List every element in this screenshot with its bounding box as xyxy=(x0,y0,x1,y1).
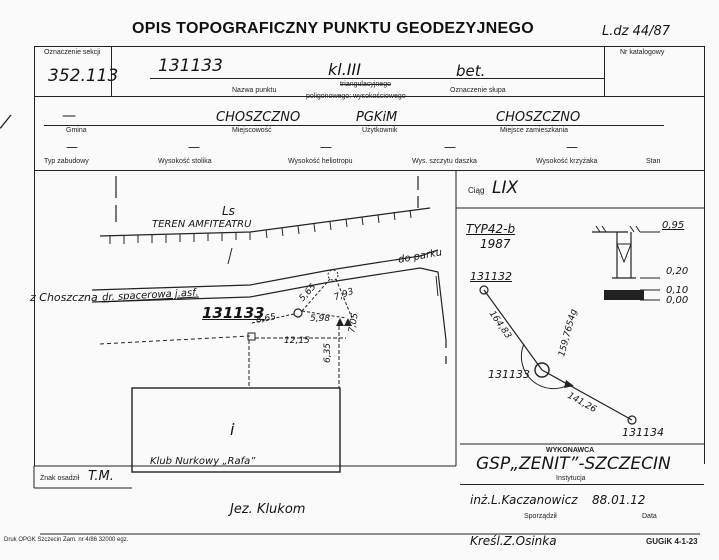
building-name: Klub Nurkowy „Rafa” xyxy=(150,456,256,467)
executor-value: GSP„ZENIT”-SZCZECIN xyxy=(476,454,671,474)
drawn-by: Kreśl.Z.Osinka xyxy=(470,534,557,548)
point-center-label: 131133 xyxy=(488,368,530,381)
point-number: 131133 xyxy=(158,56,223,76)
date-label: Data xyxy=(642,513,657,520)
frame-top xyxy=(34,46,704,47)
monument-year: 1987 xyxy=(480,237,511,251)
margin-mark: ⁄ xyxy=(4,112,8,133)
tie-distance-3: 12,15 xyxy=(284,336,310,346)
form-code: GUGiK 4-1-23 xyxy=(646,537,698,546)
ciag-value: LIX xyxy=(492,178,519,198)
height-value-5: — xyxy=(566,140,578,154)
tie-distance-4: 6,35 xyxy=(323,342,334,364)
divider xyxy=(604,46,605,96)
row-separator xyxy=(460,484,704,485)
point-class: kl.III xyxy=(328,60,361,79)
dim-a: 0,20 xyxy=(666,266,689,277)
ciag-label: Ciąg xyxy=(468,186,485,195)
section-label: Oznaczenie sekcji xyxy=(44,49,101,56)
registry-number: L.dz 44/87 xyxy=(602,24,671,39)
label-status: Stan xyxy=(646,158,661,165)
section-value: 352.113 xyxy=(48,66,119,86)
frame-right xyxy=(704,46,705,464)
pillar-label: Oznaczenie słupa xyxy=(450,87,506,94)
dim-c: 0,00 xyxy=(666,295,689,306)
type-line1: triangulacyjnego xyxy=(340,81,391,88)
label-table-height: Wysokość stolika xyxy=(158,158,212,165)
print-info: Druk OPGK Szczecin Zam. nr 4/86 32000 eg… xyxy=(4,537,129,543)
row-separator xyxy=(34,170,704,171)
row-separator xyxy=(34,96,704,97)
height-value-4: — xyxy=(444,140,456,154)
residence-value: CHOSZCZNO xyxy=(496,110,581,125)
executor-label: WYKONAWCA xyxy=(546,447,595,454)
witness-value: T.M. xyxy=(88,469,114,484)
height-value-3: — xyxy=(320,140,332,154)
residence-label: Miejsce zamieszkania xyxy=(500,127,569,134)
divider xyxy=(111,46,112,96)
town-label: z Choszczna xyxy=(30,291,98,304)
label-building-type: Typ zabudowy xyxy=(44,158,89,165)
building-symbol: i xyxy=(230,420,235,439)
author-value: inż.L.Kaczanowicz xyxy=(470,493,578,507)
label-roof-height: Wys. szczytu daszka xyxy=(412,158,477,165)
underline xyxy=(44,125,664,126)
name-label: Nazwa punktu xyxy=(232,87,277,94)
point-b-label: 131134 xyxy=(622,426,664,439)
dim-b: 0,10 xyxy=(666,285,689,296)
label-heliotrope-height: Wysokość heliotropu xyxy=(288,158,353,165)
locality-value: CHOSZCZNO xyxy=(216,110,301,125)
locality-label: Miejscowość xyxy=(232,127,272,134)
witness-label: Znak osadził xyxy=(40,475,80,482)
monument-type: TYP42-b xyxy=(466,222,516,236)
sketch-point-label: 131133 xyxy=(202,304,265,322)
gmina-value: — xyxy=(62,108,76,124)
dim-top: 0,95 xyxy=(662,220,685,231)
underline xyxy=(150,78,604,79)
catalog-label: Nr katalogowy xyxy=(620,49,665,56)
point-a-label: 131132 xyxy=(470,270,512,283)
lake-label: Jez. Klukom xyxy=(230,502,306,517)
height-value-2: — xyxy=(188,140,200,154)
amphitheatre-label: TEREN AMFITEATRU xyxy=(152,219,252,230)
forest-label: Ls xyxy=(222,204,235,218)
user-value: PGKiM xyxy=(356,110,398,125)
form-title: OPIS TOPOGRAFICZNY PUNKTU GEODEZYJNEGO xyxy=(132,20,534,37)
tie-distance-2: 5,98 xyxy=(310,314,331,324)
height-value-1: — xyxy=(66,140,78,154)
author-label: Sporządził xyxy=(524,513,557,520)
label-cross-height: Wysokość krzyżaka xyxy=(536,158,598,165)
pillar-mark: bet. xyxy=(456,62,486,80)
date-value: 88.01.12 xyxy=(592,493,646,507)
user-label: Użytkownik xyxy=(362,127,398,134)
gmina-label: Gmina xyxy=(66,127,87,134)
institution-label: Instytucja xyxy=(556,475,586,482)
frame-left xyxy=(34,46,35,466)
